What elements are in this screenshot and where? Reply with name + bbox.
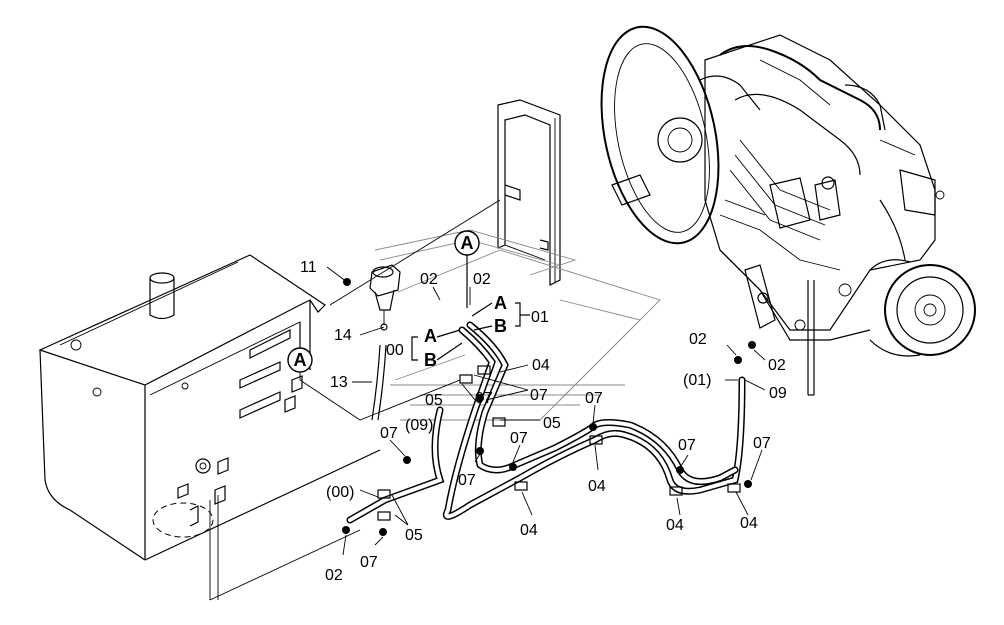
engine xyxy=(600,25,976,396)
label-04-c: 04 xyxy=(520,522,538,539)
label-07-j: 07 xyxy=(458,472,476,489)
label-a-mid: A xyxy=(424,326,437,346)
callout-a-lower: A xyxy=(287,322,313,373)
fuel-filter xyxy=(369,264,401,421)
label-07-e: 07 xyxy=(678,437,696,454)
label-07-f: 07 xyxy=(753,435,771,452)
label-05-b: 05 xyxy=(543,415,561,432)
label-07-a: 07 xyxy=(530,387,548,404)
part-labels: 11 02 02 A 01 B 14 A 00 B 04 13 07 05 07… xyxy=(300,259,787,584)
guide-lines xyxy=(299,199,661,421)
svg-text:A: A xyxy=(461,233,474,253)
label-02-e: 02 xyxy=(768,357,786,374)
mounting-bracket xyxy=(497,99,561,286)
label-00: 00 xyxy=(386,342,404,359)
label-09: 09 xyxy=(769,385,787,402)
label-13: 13 xyxy=(330,374,348,391)
label-07-b: 07 xyxy=(585,390,603,407)
label-11: 11 xyxy=(300,259,317,276)
label-brackets xyxy=(411,302,530,361)
label-07-c: 07 xyxy=(380,425,398,442)
label-02-d: 02 xyxy=(689,331,707,348)
label-01-paren: (01) xyxy=(683,372,711,389)
svg-text:A: A xyxy=(294,350,307,370)
label-05-a: 05 xyxy=(425,392,443,409)
leader-lines xyxy=(326,266,766,556)
label-09-paren: (09) xyxy=(405,417,433,434)
label-07-g: 07 xyxy=(360,554,378,571)
label-02-b: 02 xyxy=(473,271,491,288)
label-07-d: 07 xyxy=(510,430,528,447)
label-a-top: A xyxy=(494,293,507,313)
label-00-paren: (00) xyxy=(326,484,354,501)
label-02-a: 02 xyxy=(420,271,438,288)
fuel-hoses xyxy=(342,278,756,536)
callout-a-upper: A xyxy=(454,230,480,308)
label-b-mid: B xyxy=(424,350,437,370)
label-04-d: 04 xyxy=(666,517,684,534)
label-07-h: 07 xyxy=(475,390,493,407)
label-01: 01 xyxy=(531,309,549,326)
label-04-b: 04 xyxy=(588,478,606,495)
label-b-top: B xyxy=(494,316,507,336)
label-14: 14 xyxy=(334,327,352,344)
label-04-e: 04 xyxy=(740,515,758,532)
fuel-tank xyxy=(38,254,381,601)
label-05-c: 05 xyxy=(405,527,423,544)
label-02-c: 02 xyxy=(325,567,343,584)
label-04-a: 04 xyxy=(532,357,550,374)
